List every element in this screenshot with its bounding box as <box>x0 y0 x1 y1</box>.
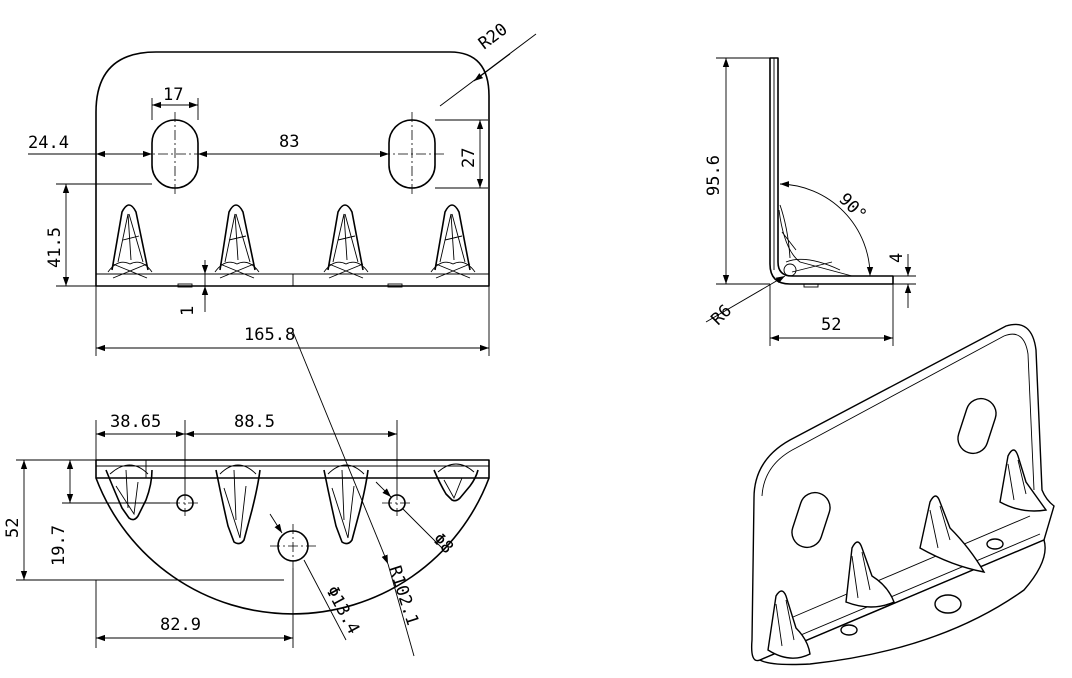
iso-slot-left <box>791 491 831 549</box>
dim-bend-angle: 90° <box>834 189 870 225</box>
dim-slot-offset: 24.4 <box>28 133 69 153</box>
dim-slot-height: 27 <box>459 148 479 168</box>
dim-large-hole-diameter: Φ13.4 <box>322 583 364 638</box>
dim-height: 95.6 <box>704 155 724 196</box>
dim-hole-pitch: 88.5 <box>234 412 275 432</box>
iso-tooth-2 <box>845 541 895 608</box>
iso-tooth-4 <box>999 449 1048 512</box>
tooth-top-4 <box>433 463 479 502</box>
tooth-2 <box>214 204 260 279</box>
iso-hole-3 <box>986 538 1004 550</box>
iso-slot-right <box>957 397 997 455</box>
dim-hole-offset: 38.65 <box>110 412 161 432</box>
dim-thickness-front: 1 <box>178 306 198 316</box>
tooth-4 <box>430 204 476 279</box>
dim-hole-depth: 19.7 <box>49 525 69 566</box>
dim-thickness-side: 4 <box>887 253 907 263</box>
iso-hole-1 <box>840 624 858 636</box>
dim-slot-width: 17 <box>163 85 183 105</box>
isometric-view <box>750 323 1055 666</box>
dim-small-hole-diameter: Φ8 <box>428 529 457 558</box>
dim-slot-height-position: 41.5 <box>45 227 65 268</box>
iso-hole-2 <box>934 594 962 614</box>
dim-depth-side: 52 <box>821 315 841 335</box>
dim-depth-top: 52 <box>3 518 23 538</box>
dim-overall-width: 165.8 <box>244 325 295 345</box>
tooth-3 <box>323 204 369 279</box>
iso-tooth-1 <box>767 590 811 659</box>
front-view: 17 24.4 83 27 41.5 1 165.8 R20 <box>28 20 537 356</box>
side-view: 95.6 90° 4 R6 52 <box>704 57 916 346</box>
dim-slot-pitch: 83 <box>279 132 299 152</box>
tooth-top-3 <box>323 464 369 545</box>
top-view: 38.65 88.5 52 19.7 82.9 Φ8 Φ13.4 R102.1 <box>3 331 490 657</box>
tooth-1 <box>107 204 153 279</box>
tooth-top-1 <box>105 464 153 521</box>
iso-tooth-3 <box>919 495 986 573</box>
tooth-top-2 <box>215 464 261 545</box>
dim-corner-radius: R20 <box>475 20 512 54</box>
dim-bend-radius: R6 <box>707 301 736 330</box>
dim-large-hole-position: 82.9 <box>160 615 201 635</box>
